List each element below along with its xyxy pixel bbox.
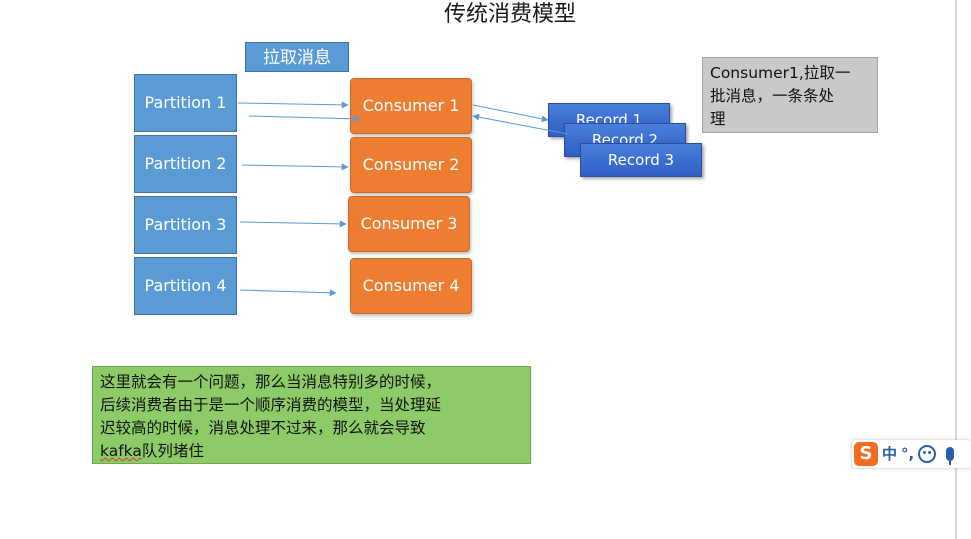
emoji-icon[interactable] <box>918 445 937 463</box>
arrow-partition3-to-consumer3 <box>239 220 347 228</box>
problem-note: 这里就会有一个问题，那么当消息特别多的时候， 后续消费者由于是一个顺序消费的模型… <box>92 366 531 464</box>
problem-note-line: 后续消费者由于是一个顺序消费的模型，当处理延 <box>100 396 442 414</box>
pull-messages-label: 拉取消息 <box>245 42 349 72</box>
arrow-partition1-to-consumer1 <box>237 101 349 109</box>
arrow-consumer1-to-records <box>472 104 549 123</box>
consumer-note: Consumer1,拉取一 批消息，一条条处 理 <box>702 57 878 133</box>
consumer-note-line: 理 <box>710 110 726 128</box>
consumer-3: Consumer 3 <box>348 196 470 252</box>
arrow-partition2-to-consumer2 <box>241 163 349 171</box>
consumer-2: Consumer 2 <box>350 137 472 193</box>
partition-3: Partition 3 <box>134 196 237 254</box>
consumer-4: Consumer 4 <box>350 258 472 314</box>
ime-language-toggle[interactable]: 中 <box>882 445 898 463</box>
problem-note-line: 迟较高的时候，消息处理不过来，那么就会导致 <box>100 419 426 437</box>
problem-note-line: kafka队列堵住 <box>100 440 523 463</box>
ime-logo-icon[interactable]: S <box>854 442 878 466</box>
partition-1: Partition 1 <box>134 74 237 132</box>
consumer-note-line: Consumer1,拉取一 <box>710 64 851 82</box>
ime-toolbar[interactable]: S 中 °, <box>852 440 971 468</box>
consumer-note-line: 批消息，一条条处 <box>710 87 835 105</box>
diagram-title: 传统消费模型 <box>443 2 576 27</box>
spellcheck-word: kafka <box>100 442 142 460</box>
arrow-partition4-to-consumer4 <box>239 289 337 297</box>
microphone-icon[interactable] <box>946 447 955 465</box>
problem-note-line-rest: 队列堵住 <box>141 442 204 460</box>
partition-2: Partition 2 <box>134 135 237 193</box>
consumer-1: Consumer 1 <box>350 78 472 134</box>
record-3: Record 3 <box>580 143 702 177</box>
page-edge-divider <box>955 0 957 539</box>
arrow-consumer1-return <box>248 115 361 123</box>
partition-4: Partition 4 <box>134 257 237 315</box>
problem-note-line: 这里就会有一个问题，那么当消息特别多的时候， <box>100 373 442 391</box>
ime-punctuation-toggle[interactable]: °, <box>901 445 915 463</box>
